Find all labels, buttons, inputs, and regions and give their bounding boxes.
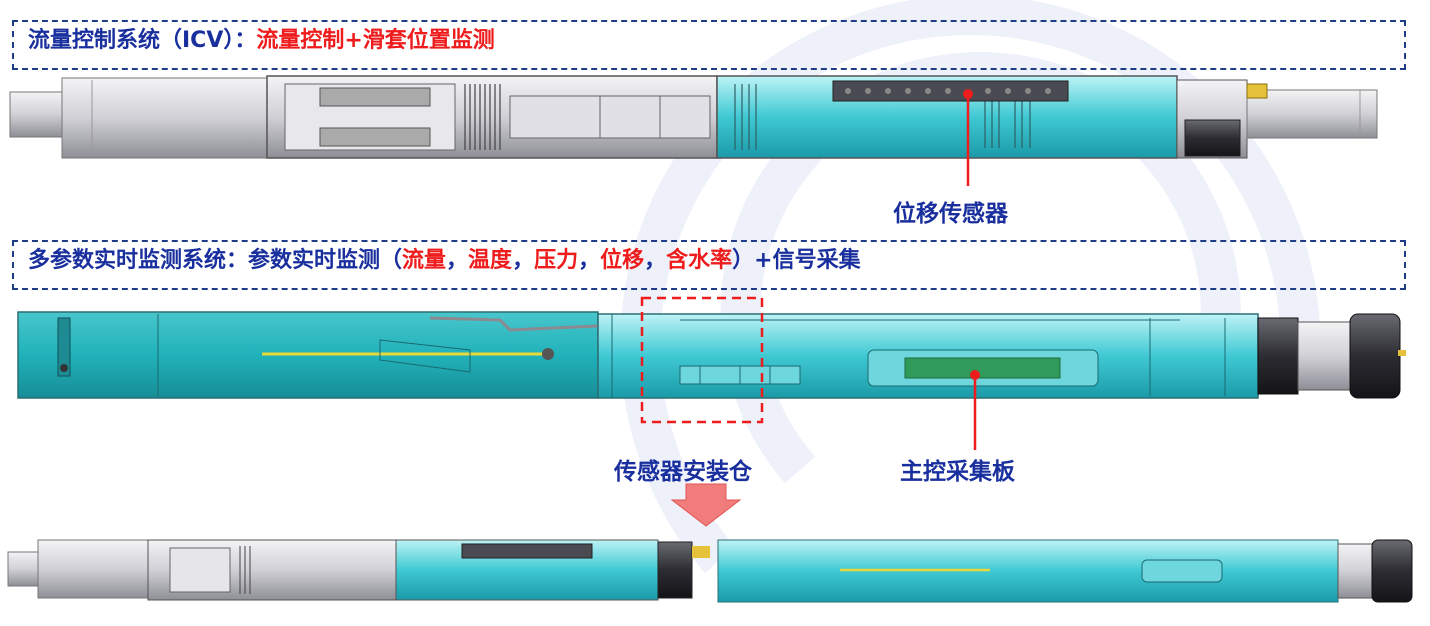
flow-control-banner: 流量控制系统（ICV）：流量控制+滑套位置监测	[12, 20, 1406, 70]
mp-sep-3: ，	[578, 248, 601, 273]
multi-parameter-banner: 多参数实时监测系统：参数实时监测（流量，温度，压力，位移，含水率）+信号采集	[12, 240, 1406, 290]
combined-tool-left	[7, 539, 710, 601]
param-flow: 流量	[402, 248, 447, 273]
param-displacement: 位移	[600, 248, 645, 273]
flow-control-title-suffix: +滑套位置监测	[344, 28, 495, 53]
displacement-sensor-label: 位移传感器	[893, 201, 1008, 227]
flow-control-title-prefix: 流量控制系统（ICV）：	[28, 28, 257, 53]
flow-control-title: 流量控制系统（ICV）：流量控制+滑套位置监测	[28, 24, 495, 58]
multi-parameter-title: 多参数实时监测系统：参数实时监测（流量，温度，压力，位移，含水率）+信号采集	[28, 244, 861, 278]
icv-tool-body	[9, 75, 1378, 186]
down-arrow-icon	[670, 483, 742, 527]
combined-tool-right	[717, 539, 1413, 603]
sensor-bay-highlight	[640, 296, 764, 424]
sensor-bay-label: 传感器安装仓	[614, 459, 752, 485]
param-temperature: 温度	[468, 248, 513, 273]
mp-title-suffix: ）+信号采集	[732, 248, 861, 273]
mp-sep-2: ，	[512, 248, 535, 273]
monitoring-tool-body	[17, 311, 1406, 450]
mp-title-prefix: 多参数实时监测系统：参数实时监测（	[28, 248, 403, 273]
param-water-cut: 含水率	[666, 248, 733, 273]
main-board-label: 主控采集板	[900, 459, 1015, 485]
flow-control-title-highlight: 流量控制	[256, 28, 345, 53]
param-pressure: 压力	[534, 248, 579, 273]
mp-sep-1: ，	[446, 248, 469, 273]
mp-sep-4: ，	[644, 248, 667, 273]
